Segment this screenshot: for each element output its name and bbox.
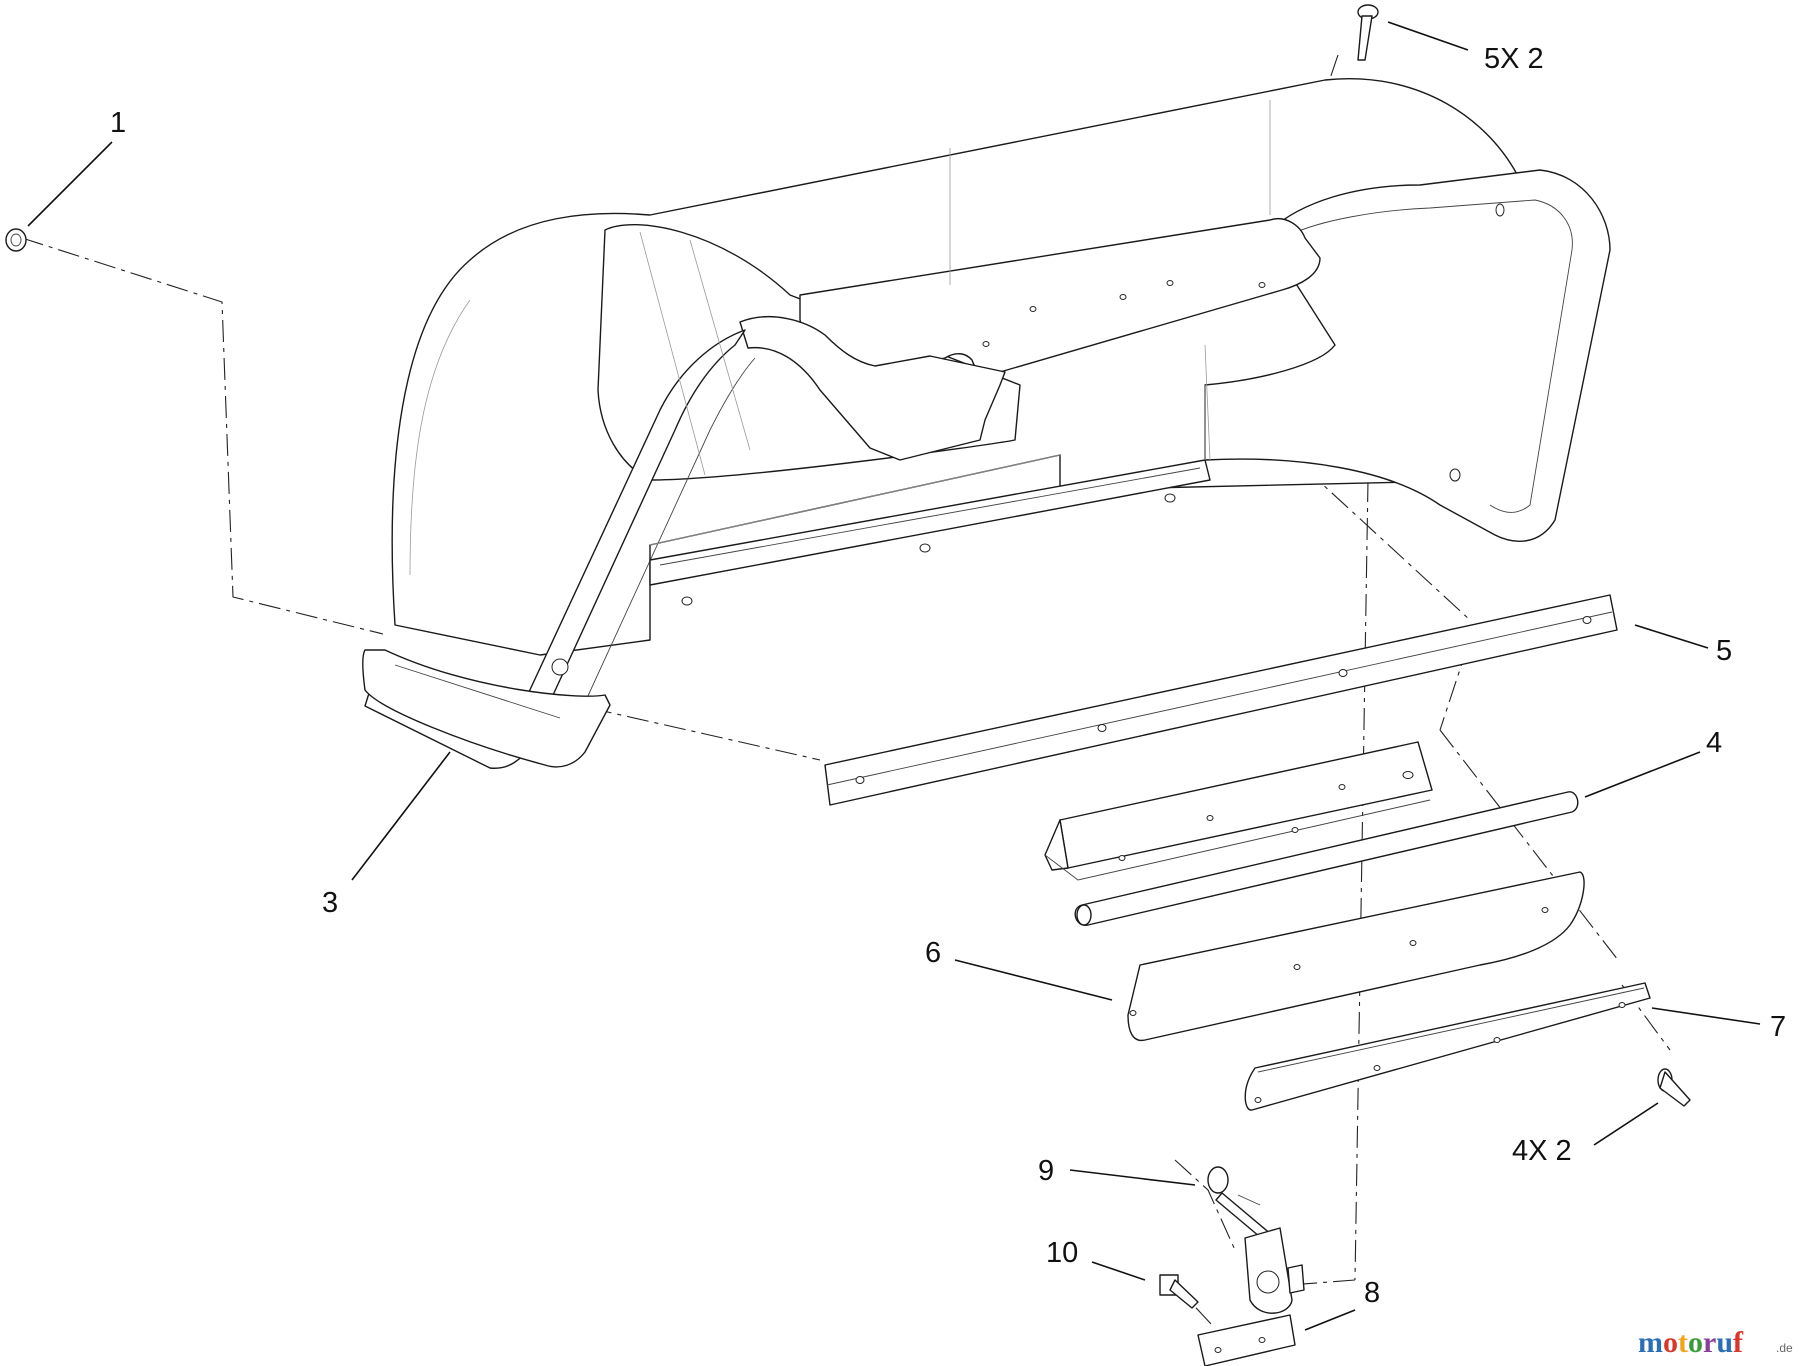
- part-3-collector-body: [362, 78, 1611, 769]
- callout-4: 4: [1706, 727, 1722, 759]
- part-7-retaining-strip: [1244, 982, 1651, 1111]
- callout-1: 1: [110, 107, 126, 139]
- part-10-bolt: [1159, 1274, 1199, 1309]
- leader-lines: [27, 21, 1761, 1331]
- callout-8: 8: [1364, 1277, 1380, 1309]
- part-4-angle-and-rod: [1044, 741, 1579, 926]
- svg-text:motoruf: motoruf: [1638, 1326, 1744, 1359]
- rivet-bottom: [1657, 1068, 1691, 1107]
- callout-6: 6: [925, 937, 941, 969]
- part-5-front-strip: [824, 594, 1618, 806]
- part-6-flap-plate: [1127, 871, 1585, 1042]
- watermark-logo: motoruf .de: [1638, 1326, 1793, 1359]
- callout-9: 9: [1038, 1155, 1054, 1187]
- callout-10: 10: [1046, 1237, 1078, 1269]
- svg-text:.de: .de: [1776, 1341, 1793, 1355]
- callout-5: 5: [1716, 635, 1732, 667]
- rivet-top: [1357, 4, 1379, 61]
- callout-3: 3: [322, 887, 338, 919]
- callout-7: 7: [1770, 1011, 1786, 1043]
- screw-part-1: [5, 228, 27, 252]
- callout-4x2: 4X 2: [1512, 1135, 1572, 1167]
- part-9-pin: [1207, 1166, 1273, 1243]
- callout-labels: 1 3 4 5 5X 2 6 7 8 9 10 4X 2: [110, 43, 1786, 1309]
- callout-5x2: 5X 2: [1484, 43, 1544, 75]
- part-8-bracket: [1197, 1227, 1305, 1366]
